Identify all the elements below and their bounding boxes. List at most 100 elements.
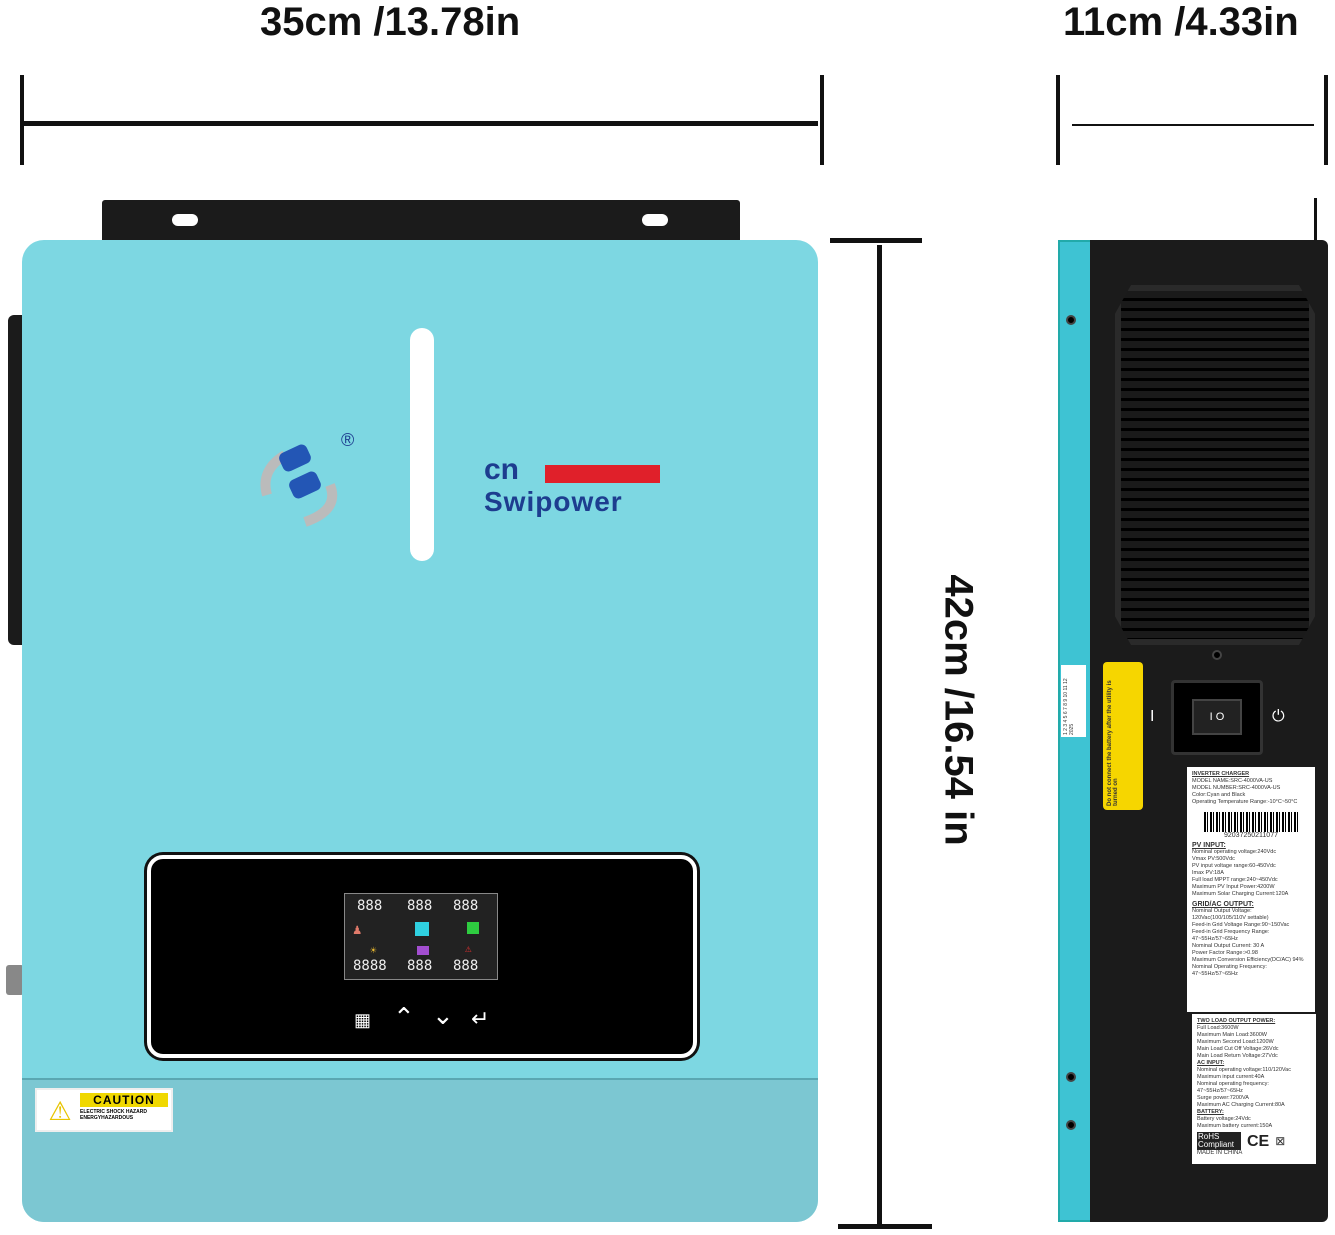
spec-line: Imax PV:18A — [1192, 870, 1224, 876]
origin-text: MADE IN CHINA — [1197, 1150, 1243, 1156]
width-dimension-line — [22, 121, 818, 126]
spec-title: INVERTER CHARGER — [1192, 771, 1250, 777]
dimension-tick — [1324, 75, 1328, 165]
caution-text: ELECTRIC SHOCK HAZARD — [80, 1109, 147, 1115]
spec-line: Main Load Cut Off Voltage:26Vdc — [1197, 1046, 1279, 1052]
height-dimension-label: 42cm /16.54 in — [936, 574, 981, 846]
lcd-readout: 888 — [407, 958, 433, 974]
inverter-icon — [415, 922, 429, 936]
spec-line: Nominal operating voltage:240Vdc — [1192, 849, 1277, 855]
rohs-mark: RoHS Compliant — [1197, 1132, 1241, 1150]
spec-section-title: BATTERY: — [1197, 1109, 1224, 1115]
barcode-number: 92037250211077 — [1224, 832, 1278, 839]
dimension-tick — [820, 75, 824, 165]
barcode — [1204, 812, 1298, 832]
spec-line: Main Load Return Voltage:27Vdc — [1197, 1053, 1278, 1059]
spec-line: Maximum Second Load:1200W — [1197, 1039, 1274, 1045]
spec-line: Full Load:3600W — [1197, 1025, 1239, 1031]
spec-section-title: TWO LOAD OUTPUT POWER: — [1197, 1018, 1276, 1024]
spec-line: 47~55Hz/57~65Hz — [1192, 971, 1238, 977]
brand-prefix: cn — [484, 453, 520, 486]
height-dimension-line — [877, 245, 882, 1225]
spec-line: Battery voltage:24Vdc — [1197, 1116, 1251, 1122]
spec-label: INVERTER CHARGER MODEL NAME:SRC-4000VA-U… — [1187, 767, 1315, 1012]
spec-line: Feed-in Grid Voltage Range:90~150Vac — [1192, 922, 1290, 928]
battery-warning-sticker: Do not connect the battery after the uti… — [1103, 662, 1143, 810]
dimension-tick — [1056, 75, 1060, 165]
power-switch[interactable]: I O — [1192, 699, 1242, 735]
spec-line: Maximum AC Charging Current:80A — [1197, 1102, 1285, 1108]
spec-section-title: PV INPUT: — [1192, 842, 1226, 849]
registered-mark: ® — [341, 430, 355, 450]
spec-line: Maximum PV Input Power:4200W — [1192, 884, 1275, 890]
weee-icon: ⊠ — [1275, 1133, 1286, 1148]
dimension-tick — [1314, 198, 1317, 240]
switch-off-symbol: I — [1150, 708, 1155, 725]
spec-line: MODEL NAME:SRC-4000VA-US — [1192, 778, 1273, 784]
mounting-bracket — [102, 200, 740, 245]
hazard-icon: ⚠ — [40, 1093, 80, 1127]
screw — [1066, 1072, 1076, 1082]
lcd-readout: 888 — [357, 898, 383, 914]
width-dimension-label: 35cm /13.78in — [260, 0, 521, 44]
brand-red-bar — [545, 465, 660, 483]
dimension-tick — [838, 1224, 932, 1229]
spec-line: Surge power:7200VA — [1197, 1095, 1249, 1101]
brand-logo-icon — [260, 444, 338, 527]
dimension-tick — [830, 238, 922, 243]
side-connector — [6, 965, 24, 995]
spec-line: 120Vac(100/105/110V settable) — [1192, 915, 1269, 921]
spec-label-2: TWO LOAD OUTPUT POWER: Full Load:3600W M… — [1192, 1014, 1316, 1164]
spec-line: Full load MPPT range:240~450Vdc — [1192, 877, 1278, 883]
battery-icon — [417, 946, 429, 955]
down-icon[interactable]: ⌄ — [432, 1000, 454, 1030]
spec-line: Maximum Solar Charging Current:120A — [1192, 891, 1289, 897]
date-year: 2025 — [1069, 723, 1075, 735]
caution-text: ENERGYHAZARDOUS — [80, 1115, 134, 1121]
spec-line: Nominal operating voltage:110/120Vac — [1197, 1067, 1291, 1073]
screw — [1066, 1120, 1076, 1130]
screw — [1212, 650, 1222, 660]
spec-line: Color:Cyan and Black — [1192, 792, 1246, 798]
date-sticker: 1 2 3 4 5 6 7 8 9 10 11 12 2025 — [1061, 665, 1086, 737]
spec-line: Vmax PV:500Vdc — [1192, 856, 1235, 862]
grid-icon: ♟ — [353, 922, 362, 938]
spec-line: Feed-in Grid Frequency Range: — [1192, 929, 1270, 935]
cooling-vent — [1115, 285, 1315, 645]
dimension-tick — [20, 75, 24, 165]
power-icon: ⏻ — [1272, 708, 1285, 725]
lcd-readout: 888 — [453, 898, 479, 914]
spec-line: Maximum input current:40A — [1197, 1074, 1265, 1080]
caution-title: CAUTION — [80, 1093, 168, 1107]
depth-dimension-label: 11cm /4.33in — [1063, 0, 1299, 44]
spec-line: Nominal Output Voltage: — [1192, 908, 1252, 914]
spec-line: 47~55Hz/57~65Hz — [1197, 1088, 1243, 1094]
spec-line: PV input voltage range:60-450Vdc — [1192, 863, 1276, 869]
screw — [1066, 315, 1076, 325]
mount-hole — [642, 214, 668, 226]
spec-line: 47~55Hz/57~65Hz — [1192, 936, 1238, 942]
lcd-readout: 888 — [453, 958, 479, 974]
spec-line: Nominal Output Current: 30 A — [1192, 943, 1265, 949]
spec-line: Nominal Operating Frequency: — [1192, 964, 1267, 970]
depth-dimension-line — [1072, 124, 1314, 126]
ce-mark: CE — [1247, 1132, 1270, 1150]
spec-line: Nominal operating frequency: — [1197, 1081, 1269, 1087]
lcd-readout: 8888 — [353, 958, 387, 974]
lcd-readout: 888 — [407, 898, 433, 914]
fault-icon: ⚠ — [465, 942, 472, 955]
spec-line: Maximum Main Load:3600W — [1197, 1032, 1268, 1038]
spec-section-title: AC INPUT: — [1197, 1060, 1225, 1066]
spec-line: Maximum Conversion Efficiency(DC/AC) 94% — [1192, 957, 1304, 963]
power-switch-housing: I O — [1171, 680, 1263, 755]
spec-line: Power Factor Range:>0.98 — [1192, 950, 1258, 956]
spec-section-title: GRID/AC OUTPUT: — [1192, 901, 1254, 908]
enter-icon[interactable]: ↵ — [471, 1006, 490, 1031]
home-icon — [467, 922, 479, 934]
up-icon[interactable]: ⌃ — [393, 1002, 415, 1032]
spec-line: MODEL NUMBER:SRC-4000VA-US — [1192, 785, 1281, 791]
spec-line: Maximum battery current:150A — [1197, 1123, 1273, 1129]
spec-line: Operating Temperature Range:-10°C~50°C — [1192, 799, 1298, 805]
menu-icon[interactable]: ▦ — [354, 1010, 372, 1030]
mount-hole — [172, 214, 198, 226]
